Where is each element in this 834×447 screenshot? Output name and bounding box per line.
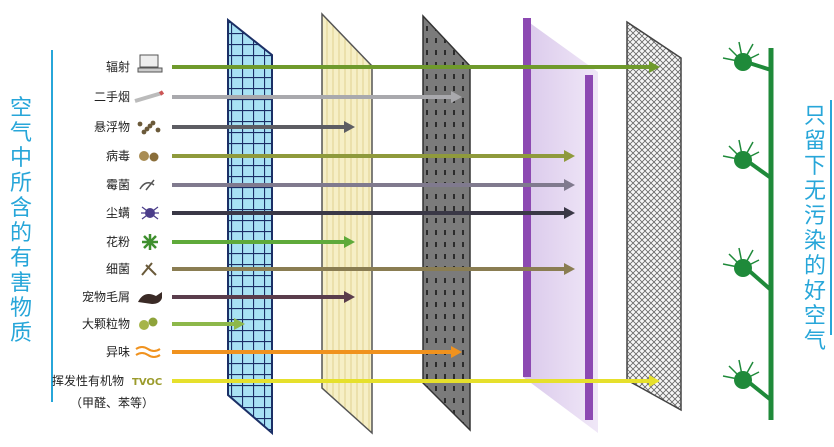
left-title: 空气中所含的有害物质 [9, 96, 32, 346]
particles-icon [137, 120, 161, 135]
flower-icon [722, 139, 760, 169]
virus-icon [139, 151, 159, 162]
flower-icon [722, 359, 760, 389]
bacteria-icon [141, 262, 157, 276]
pollutant-arrow [172, 375, 660, 387]
tvoc-label: TVOC [132, 377, 162, 388]
flower-icon [722, 247, 760, 277]
pollutant-icons: TVOC [132, 54, 165, 388]
computer-icon [137, 54, 163, 73]
pollutant-label: 大颗粒物 [81, 317, 130, 331]
pollutant-arrow [172, 91, 462, 103]
pollutant-arrow [172, 346, 462, 358]
mold-icon [139, 179, 155, 191]
pollutant-arrows-front [172, 61, 660, 387]
pollen-icon [142, 234, 158, 250]
pollutant-arrow [172, 150, 575, 162]
pollutant-label: 悬浮物 [93, 120, 130, 134]
cotton-filter [321, 12, 373, 435]
purple-rod-back [585, 75, 593, 420]
pollutant-arrow [172, 179, 575, 191]
pollutant-label: 病毒 [105, 149, 130, 163]
odor-icon [135, 346, 161, 358]
right-title: 只留下无污染的好空气 [803, 104, 826, 354]
pollutant-arrow [172, 318, 245, 330]
pollutant-label: 细菌 [105, 262, 130, 276]
tvoc-text: TVOC [132, 377, 162, 388]
pollutant-label: 异味 [105, 345, 130, 359]
pollutant-arrow [172, 291, 355, 303]
dust-mite-icon [141, 206, 159, 220]
pollutant-arrow [172, 121, 355, 133]
purple-filter [523, 18, 598, 433]
pollutant-label: 霉菌 [105, 178, 130, 192]
pet-dander-icon [138, 292, 162, 304]
voc-note: （甲醛、苯等） [70, 396, 155, 410]
cigarette-icon [134, 90, 165, 103]
pollutant-label: 尘螨 [105, 206, 130, 220]
pollutant-label: 二手烟 [93, 90, 130, 104]
pollutant-arrow [172, 61, 660, 73]
pollutant-label: 花粉 [105, 235, 130, 249]
pollutant-arrow [172, 236, 355, 248]
carbon-filter [422, 14, 471, 432]
pollutant-arrow [172, 263, 575, 275]
purple-rod-front [523, 18, 531, 377]
flower-icon [722, 41, 760, 71]
pollutant-arrow [172, 207, 575, 219]
plant [722, 41, 774, 420]
hepa-filter [626, 20, 682, 412]
pollutant-label: 挥发性有机物 [51, 374, 124, 388]
pollutant-label: 辐射 [105, 60, 130, 74]
large-particles-icon [139, 317, 158, 330]
pollutant-label: 宠物毛屑 [81, 290, 130, 304]
mesh-prefilter [227, 17, 273, 436]
